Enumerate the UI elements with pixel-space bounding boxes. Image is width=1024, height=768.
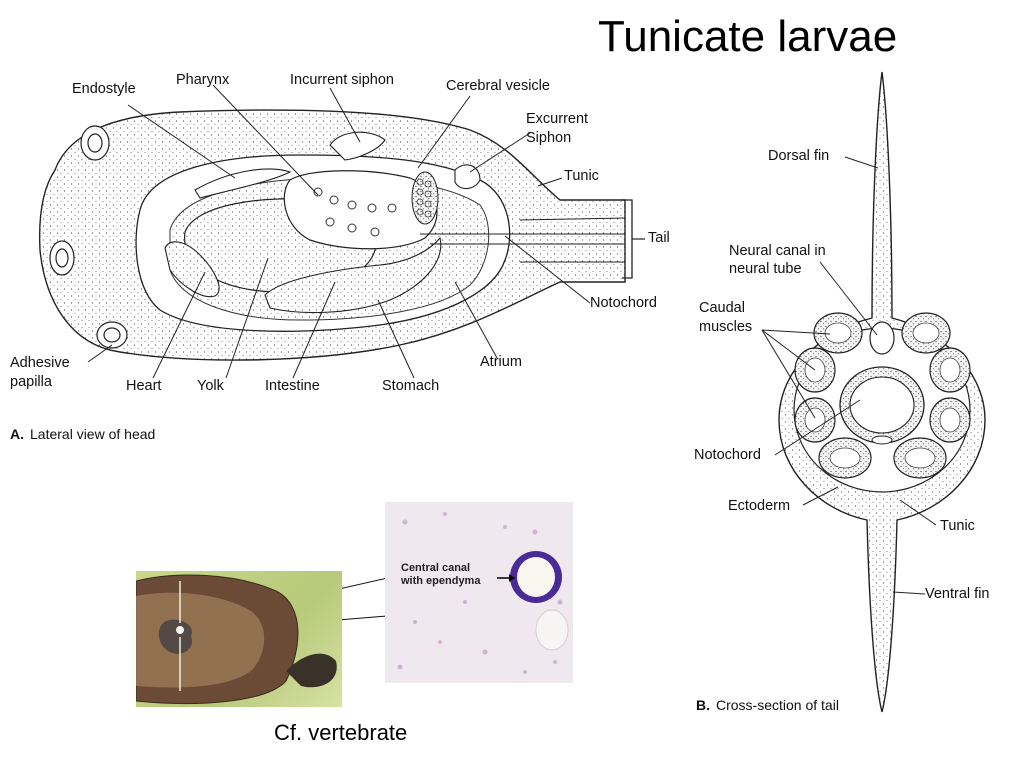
label-neural-canal-line1: Neural canal in	[729, 243, 826, 259]
label-ventral-fin: Ventral fin	[925, 586, 990, 602]
panel-b-leader-lines	[761, 156, 937, 595]
label-excurrent-siphon-line2: Siphon	[526, 130, 572, 146]
label-incurrent-siphon: Incurrent siphon	[290, 72, 394, 88]
label-notochord-a: Notochord	[590, 295, 657, 311]
label-notochord-b: Notochord	[694, 447, 761, 463]
spinal-cord-photo	[136, 571, 342, 707]
comparison-caption: Cf. vertebrate	[274, 720, 408, 745]
pharynx	[283, 170, 438, 250]
slide-title: Tunicate larvae	[598, 12, 898, 61]
label-caudal-muscles-line2: muscles	[699, 319, 753, 335]
panel-a-leader-lines	[87, 84, 591, 379]
label-endostyle: Endostyle	[72, 81, 136, 97]
neural-tube	[869, 321, 895, 355]
label-heart: Heart	[126, 378, 162, 394]
caption-panel-b: B. Cross-section of tail	[696, 697, 839, 713]
caption-text-a: Lateral view of head	[30, 426, 156, 442]
label-neural-canal-line2: neural tube	[729, 261, 802, 277]
caption-letter-a: A.	[10, 426, 24, 442]
label-tunic-b: Tunic	[940, 518, 975, 534]
label-atrium: Atrium	[480, 354, 522, 370]
excurrent-siphon-shape	[454, 164, 481, 190]
label-tail: Tail	[648, 230, 670, 246]
label-yolk: Yolk	[197, 378, 224, 394]
heart	[164, 241, 220, 298]
tail-cross-section-drawing	[778, 71, 986, 713]
label-ectoderm: Ectoderm	[728, 498, 791, 514]
endostyle	[194, 168, 292, 199]
label-dorsal-fin: Dorsal fin	[768, 148, 830, 164]
larva-lateral-drawing	[38, 109, 645, 361]
cerebral-vesicle	[411, 171, 439, 225]
label-adhesive-papilla-line2: papilla	[10, 374, 52, 390]
label-cerebral-vesicle: Cerebral vesicle	[446, 78, 550, 94]
caption-letter-b: B.	[696, 697, 710, 713]
micrograph-label: Central canal with ependyma	[401, 562, 480, 588]
micrograph-label-line1: Central canal	[401, 562, 471, 574]
label-caudal-muscles-line1: Caudal	[699, 300, 745, 316]
label-pharynx: Pharynx	[176, 72, 230, 88]
caption-panel-a: A. Lateral view of head	[10, 426, 155, 442]
intestine	[264, 236, 442, 314]
label-tunic-a: Tunic	[564, 168, 599, 184]
incurrent-siphon-shape	[329, 131, 386, 161]
label-stomach: Stomach	[382, 378, 440, 394]
label-adhesive-papilla-line1: Adhesive	[10, 355, 70, 371]
central-canal-micrograph: Central canal with ependyma	[385, 502, 573, 683]
label-intestine: Intestine	[265, 378, 320, 394]
micrograph-label-line2: with ependyma	[401, 575, 481, 587]
caption-text-b: Cross-section of tail	[716, 697, 839, 713]
adhesive-papillae	[49, 125, 128, 349]
label-excurrent-siphon-line1: Excurrent	[526, 111, 589, 127]
